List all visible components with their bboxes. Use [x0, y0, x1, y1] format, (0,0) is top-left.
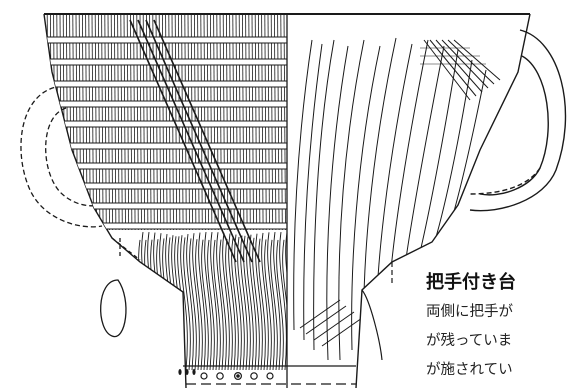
caption-title: 把手付き台 — [426, 272, 516, 293]
stem-striation — [276, 239, 284, 371]
caption-line-3: が施されてい — [426, 362, 513, 378]
stem-striation — [213, 239, 221, 371]
hatch-line — [56, 14, 59, 231]
stem-striation — [189, 238, 197, 371]
right-handle — [469, 29, 567, 212]
caption-line-2: が残っていま — [426, 333, 513, 349]
stem-striation — [279, 231, 287, 371]
stem-striation — [216, 232, 224, 371]
caption-line-1: 両側に把手が — [426, 304, 513, 320]
rib-band — [44, 36, 287, 44]
stem-striation — [249, 234, 257, 371]
rib-band — [44, 202, 287, 210]
stem-striation — [210, 231, 218, 371]
stem-striation — [237, 236, 245, 371]
strap-lines — [129, 19, 261, 263]
stem-striation — [261, 232, 269, 371]
stem-striation — [258, 238, 266, 371]
rib-band — [44, 120, 287, 128]
stem-striation — [267, 232, 275, 371]
dot-marks — [178, 369, 196, 375]
stem-striation — [270, 239, 278, 371]
stem-striation — [264, 239, 272, 371]
stem-striation — [252, 237, 260, 371]
stem-striation — [183, 237, 191, 371]
stem-striation — [201, 239, 209, 371]
rib-band — [44, 100, 287, 108]
stem-striation — [240, 235, 248, 371]
base-circles — [200, 372, 274, 381]
hatch-line — [59, 14, 62, 231]
stem-striation — [207, 239, 215, 371]
rib-band — [44, 162, 287, 170]
stem-striation — [192, 233, 200, 371]
stem-striation — [273, 231, 281, 371]
hatch-line — [44, 14, 46, 231]
stem-striation — [186, 234, 194, 371]
stem-striation — [243, 235, 251, 371]
stem-striation — [219, 239, 227, 371]
stem-striation — [282, 239, 287, 371]
stem-striation — [255, 233, 263, 371]
stem-striation — [204, 232, 212, 371]
hatch-line — [53, 14, 56, 231]
stem-striation — [180, 235, 188, 371]
stem-striation — [225, 238, 233, 371]
rib-band — [44, 182, 287, 190]
stem-striation — [195, 239, 203, 371]
rib-band — [44, 142, 287, 150]
stem-striation — [198, 232, 206, 371]
rib-band — [44, 222, 287, 230]
base-collar — [183, 289, 383, 385]
small-loop — [100, 237, 141, 338]
stem-striation — [222, 232, 230, 371]
stem-striation — [285, 232, 287, 371]
stem-striation — [234, 234, 242, 371]
left-handle — [20, 85, 105, 228]
